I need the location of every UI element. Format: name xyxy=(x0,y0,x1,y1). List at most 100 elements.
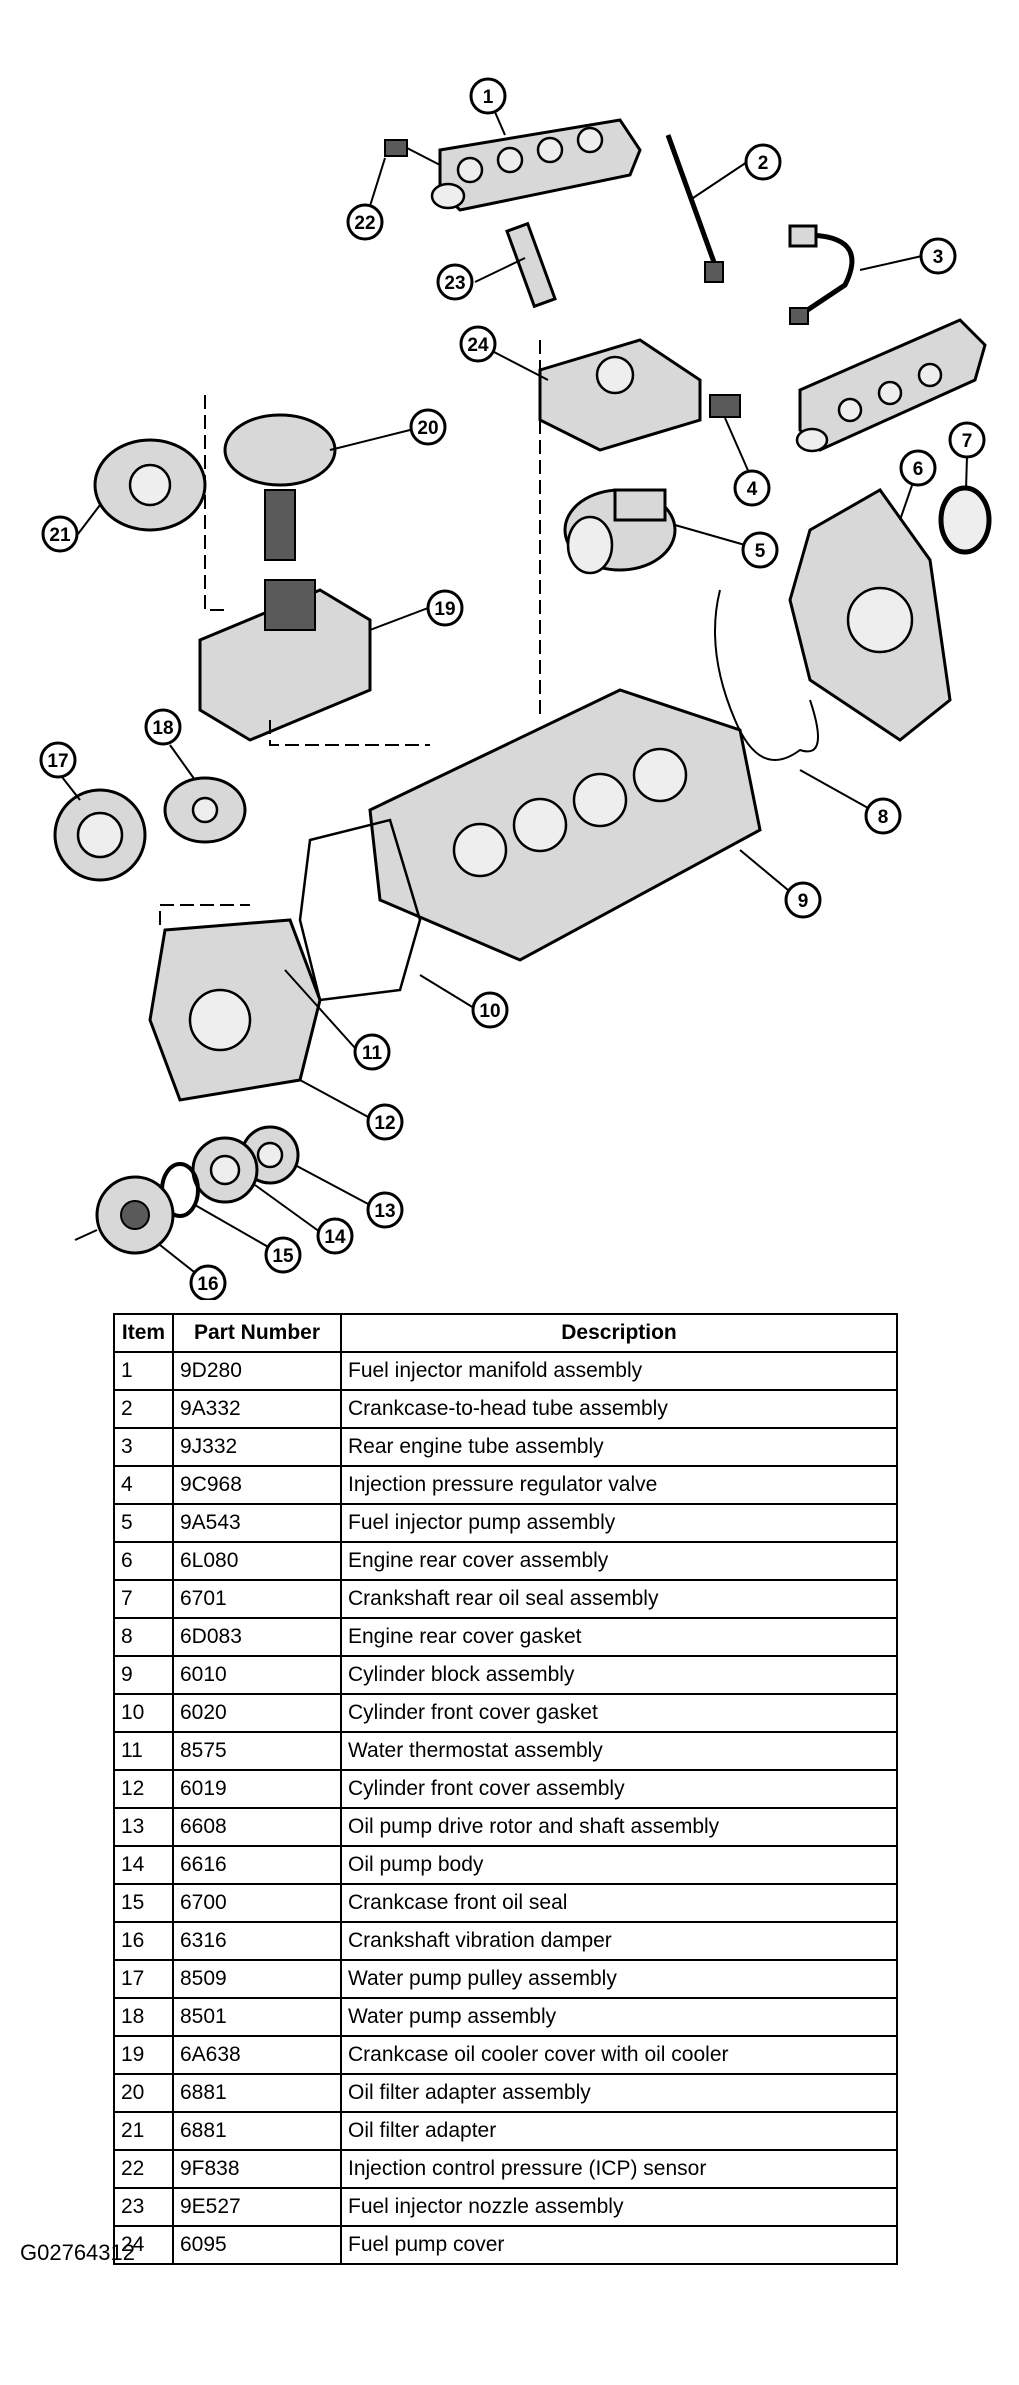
cell-description: Crankcase-to-head tube assembly xyxy=(340,1389,898,1429)
cell-part-number: 6D083 xyxy=(172,1617,342,1657)
cell-part-number: 6608 xyxy=(172,1807,342,1847)
cell-item: 5 xyxy=(113,1503,174,1543)
cell-item: 4 xyxy=(113,1465,174,1505)
callout-8-label: 8 xyxy=(878,807,889,828)
cell-description: Injection pressure regulator valve xyxy=(340,1465,898,1505)
callout-20: 20 xyxy=(409,408,447,446)
callout-15: 15 xyxy=(264,1236,302,1274)
cell-part-number: 6700 xyxy=(172,1883,342,1923)
fuel-injector-pump-drawing xyxy=(563,488,677,575)
oil-pump-body-drawing xyxy=(191,1136,259,1204)
cell-part-number: 6316 xyxy=(172,1921,342,1961)
cell-item: 7 xyxy=(113,1579,174,1619)
callout-16: 16 xyxy=(189,1264,227,1300)
header-description: Description xyxy=(340,1313,898,1353)
cell-part-number: 8575 xyxy=(172,1731,342,1771)
oil-filter-adapter-drawing xyxy=(93,438,207,532)
callout-23-label: 23 xyxy=(444,273,465,294)
fuel-pump-cover-drawing xyxy=(538,338,702,452)
cell-description: Crankcase front oil seal xyxy=(340,1883,898,1923)
cell-description: Water pump pulley assembly xyxy=(340,1959,898,1999)
callout-6: 6 xyxy=(899,449,937,487)
cell-description: Oil pump body xyxy=(340,1845,898,1885)
cell-item: 10 xyxy=(113,1693,174,1733)
callout-21: 21 xyxy=(41,515,79,553)
callout-22-label: 22 xyxy=(354,213,375,234)
cell-description: Rear engine tube assembly xyxy=(340,1427,898,1467)
header-item: Item xyxy=(113,1313,174,1353)
cell-description: Fuel injector nozzle assembly xyxy=(340,2187,898,2227)
callout-12-label: 12 xyxy=(374,1113,395,1134)
cell-description: Fuel injector manifold assembly xyxy=(340,1351,898,1391)
callout-1-label: 1 xyxy=(483,87,494,108)
callout-7: 7 xyxy=(948,421,986,459)
callout-20-label: 20 xyxy=(417,418,438,439)
cell-item: 23 xyxy=(113,2187,174,2227)
cell-description: Oil filter adapter xyxy=(340,2111,898,2151)
cell-part-number: 6881 xyxy=(172,2073,342,2113)
cell-item: 17 xyxy=(113,1959,174,1999)
cell-description: Water pump assembly xyxy=(340,1997,898,2037)
cell-part-number: 6881 xyxy=(172,2111,342,2151)
callout-21-label: 21 xyxy=(49,525,71,546)
cell-item: 12 xyxy=(113,1769,174,1809)
callout-17-label: 17 xyxy=(47,751,68,772)
exploded-engine-diagram: 1 2 3 4 5 6 7 8 9 10 11 12 13 14 15 16 1… xyxy=(39,77,992,1300)
cell-part-number: 6L080 xyxy=(172,1541,342,1581)
cylinder-block-drawing xyxy=(269,340,762,962)
cell-description: Fuel injector pump assembly xyxy=(340,1503,898,1543)
front-cover-gasket-drawing xyxy=(298,818,422,1002)
callout-5: 5 xyxy=(741,531,779,569)
callout-16-label: 16 xyxy=(197,1274,218,1295)
cell-description: Engine rear cover assembly xyxy=(340,1541,898,1581)
cell-item: 24 xyxy=(113,2225,174,2265)
leader-lines xyxy=(61,95,968,1284)
cell-item: 3 xyxy=(113,1427,174,1467)
callout-12: 12 xyxy=(366,1103,404,1141)
callout-23: 23 xyxy=(436,263,474,301)
cell-item: 21 xyxy=(113,2111,174,2151)
callout-2-label: 2 xyxy=(758,153,769,174)
oil-cooler-cover-drawing xyxy=(198,579,372,742)
cell-description: Fuel pump cover xyxy=(340,2225,898,2265)
cell-description: Crankshaft vibration damper xyxy=(340,1921,898,1961)
cell-item: 18 xyxy=(113,1997,174,2037)
cell-description: Crankshaft rear oil seal assembly xyxy=(340,1579,898,1619)
cell-item: 15 xyxy=(113,1883,174,1923)
callout-10-label: 10 xyxy=(479,1001,500,1022)
cell-description: Cylinder block assembly xyxy=(340,1655,898,1695)
cell-item: 2 xyxy=(113,1389,174,1429)
callout-11-label: 11 xyxy=(362,1043,383,1064)
cell-part-number: 8501 xyxy=(172,1997,342,2037)
callout-13: 13 xyxy=(366,1191,404,1229)
water-pump-pulley-drawing xyxy=(53,788,147,882)
callout-3-label: 3 xyxy=(933,247,944,268)
cell-part-number: 9A543 xyxy=(172,1503,342,1543)
callout-2: 2 xyxy=(744,143,782,181)
cell-item: 1 xyxy=(113,1351,174,1391)
callout-3: 3 xyxy=(919,237,957,275)
cylinder-front-cover-drawing xyxy=(148,904,322,1102)
cell-part-number: 9A332 xyxy=(172,1389,342,1429)
callout-15-label: 15 xyxy=(272,1246,294,1267)
cell-item: 11 xyxy=(113,1731,174,1771)
cell-part-number: 6020 xyxy=(172,1693,342,1733)
